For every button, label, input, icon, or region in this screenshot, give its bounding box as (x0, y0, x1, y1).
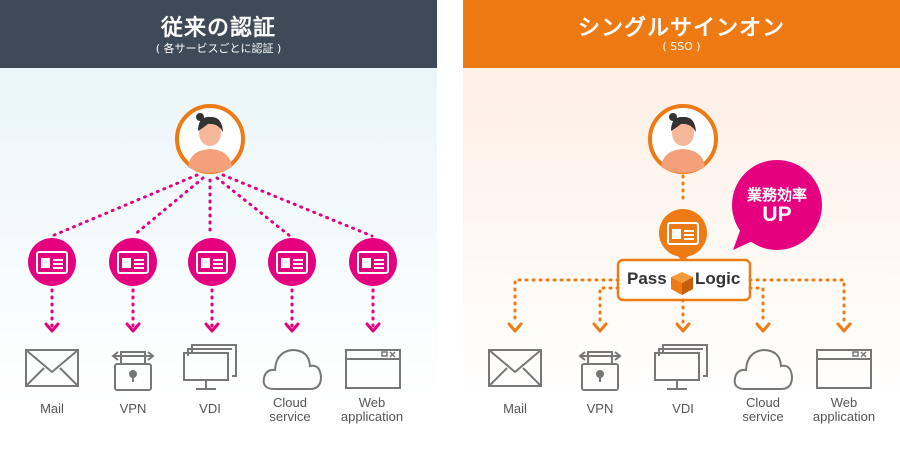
service-label-vdi: VDI (199, 401, 221, 416)
down-arrow-icon (592, 322, 608, 333)
vdi-monitor-icon (654, 344, 708, 390)
vpn-lock-icon (111, 351, 155, 391)
user-to-card-connectors (50, 173, 374, 238)
traditional-auth-title: 従来の認証 (160, 16, 276, 41)
sso-panel: シングルサインオン ( SSO ) (463, 0, 900, 461)
vpn-lock-icon (578, 351, 622, 391)
passlogic-logo-logic: Logic (695, 269, 741, 288)
service-icons (488, 344, 872, 391)
traditional-auth-diagram (25, 104, 401, 391)
down-arrow-icon (44, 288, 60, 333)
down-arrow-icon (836, 322, 852, 333)
down-arrow-icon (284, 288, 300, 333)
service-label-vdi: VDI (672, 401, 694, 416)
user-avatar (648, 104, 718, 174)
badge-line-1: 業務効率 (746, 186, 807, 204)
cloud-icon (733, 348, 794, 390)
traditional-auth-panel: 従来の認証 ( 各サービスごとに認証 ) Mail VPN VDI Cloud … (0, 0, 437, 461)
id-card-icon (268, 238, 316, 286)
id-card-icon (349, 238, 397, 286)
service-label-mail: Mail (503, 401, 527, 416)
card-to-service-arrows (44, 288, 381, 333)
sso-header (463, 0, 900, 68)
id-card-icons (28, 238, 397, 286)
down-arrow-icon (507, 322, 523, 333)
passlogic-logo-pass: Pass (627, 269, 667, 288)
sso-subtitle: ( SSO ) (662, 40, 701, 53)
sso-title: シングルサインオン (577, 16, 785, 41)
down-arrow-icon (365, 288, 381, 333)
service-label-vpn: VPN (119, 401, 147, 416)
browser-window-icon (345, 349, 401, 389)
traditional-auth-subtitle: ( 各サービスごとに認証 ) (155, 42, 282, 55)
efficiency-up-badge (732, 160, 822, 250)
cloud-icon (262, 348, 323, 390)
id-card-icon (188, 238, 236, 286)
down-arrow-icon (204, 288, 220, 333)
vdi-monitor-icon (183, 344, 237, 390)
service-label-web: Web application (812, 395, 876, 424)
user-avatar (175, 104, 245, 174)
id-card-icon (109, 238, 157, 286)
service-label-vpn: VPN (586, 401, 614, 416)
badge-line-2: UP (762, 203, 792, 226)
sso-diagram (488, 104, 872, 391)
id-card-icon (28, 238, 76, 286)
id-card-icon (659, 209, 707, 262)
down-arrow-icon (675, 322, 691, 333)
service-label-mail: Mail (40, 401, 64, 416)
down-arrow-icon (755, 322, 771, 333)
traditional-auth-header (0, 0, 437, 68)
logo-to-service-connectors (513, 278, 846, 324)
down-arrow-icon (125, 288, 141, 333)
service-label-cloud: Cloud service (269, 395, 311, 424)
mail-icon (488, 349, 542, 387)
service-label-web: Web application (340, 395, 404, 424)
service-icons (25, 344, 401, 391)
service-label-cloud: Cloud service (742, 395, 784, 424)
service-arrowheads (507, 322, 852, 333)
mail-icon (25, 349, 79, 387)
browser-window-icon (816, 349, 872, 389)
